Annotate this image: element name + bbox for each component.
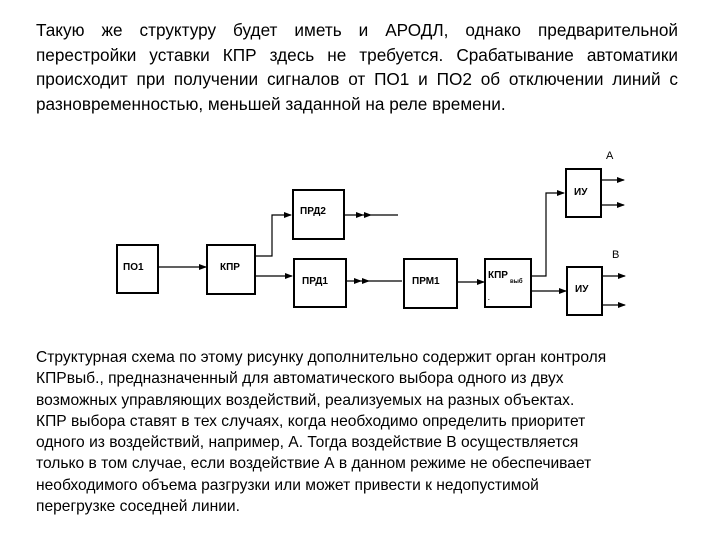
block-iu-a: ИУ bbox=[565, 168, 602, 218]
body-line: одного из воздействий, например, А. Тогд… bbox=[36, 434, 579, 452]
block-prd2: ПРД2 bbox=[292, 189, 345, 240]
body-line: КПР выбора ставят в тех случаях, когда н… bbox=[36, 412, 586, 430]
kpr-vyb-to-iu-a-arrow bbox=[532, 190, 565, 277]
block-prd1: ПРД1 bbox=[293, 258, 347, 308]
intro-paragraph: Такую же структуру будет иметь и АРОДЛ, … bbox=[36, 20, 678, 114]
body-line: возможных управляющих воздействий, реали… bbox=[36, 391, 575, 409]
block-kpr-vyb-label: КПР bbox=[488, 270, 508, 281]
prd2-output-arrowhead-1 bbox=[356, 212, 364, 218]
label-b: В bbox=[612, 249, 619, 261]
block-po1-label: ПО1 bbox=[123, 262, 144, 273]
body-line: КПРвыб., предназначенный для автоматичес… bbox=[36, 370, 564, 388]
block-iu-b: ИУ bbox=[566, 266, 603, 316]
body-paragraph: Структурная схема по этому рисунку допол… bbox=[36, 347, 696, 517]
body-line: только в том случае, если воздействие А … bbox=[36, 455, 592, 473]
block-prd2-label: ПРД2 bbox=[300, 206, 326, 217]
block-iu-a-label: ИУ bbox=[574, 187, 588, 198]
block-po1: ПО1 bbox=[116, 244, 159, 294]
block-prm1: ПРМ1 bbox=[403, 258, 458, 309]
kpr-to-prd2-arrow bbox=[256, 212, 292, 257]
block-kpr: КПР bbox=[206, 244, 256, 295]
body-line: Структурная схема по этому рисунку допол… bbox=[36, 349, 607, 366]
prd1-to-prm1-arrowhead-1 bbox=[354, 278, 362, 284]
block-kpr-vyb-dot: . bbox=[488, 296, 490, 302]
block-kpr-vyb: КПР выб . bbox=[484, 258, 532, 308]
prd2-output-arrowhead-2 bbox=[364, 212, 372, 218]
block-kpr-label: КПР bbox=[220, 262, 240, 273]
block-kpr-vyb-subscript: выб bbox=[510, 278, 523, 285]
body-line: перегрузке соседней линии. bbox=[36, 498, 240, 516]
connection-lines bbox=[159, 177, 626, 308]
body-line: необходимого объема разгрузки или может … bbox=[36, 476, 539, 494]
block-prd1-label: ПРД1 bbox=[302, 276, 328, 287]
block-prm1-label: ПРМ1 bbox=[412, 276, 440, 287]
prd1-to-prm1-arrowhead-2 bbox=[362, 278, 370, 284]
label-a: А bbox=[606, 150, 614, 162]
block-iu-b-label: ИУ bbox=[575, 284, 589, 295]
